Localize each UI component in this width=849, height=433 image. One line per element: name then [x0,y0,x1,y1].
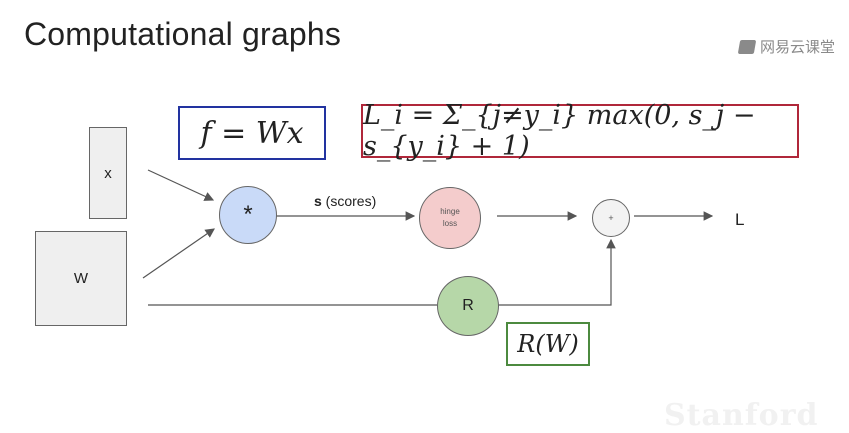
regularization-node: R [437,276,499,336]
hinge-loss-formula-box: L_i = Σ_{j≠y_i} max(0, s_j − s_{y_i} + 1… [361,100,799,162]
input-w-box: W [35,231,127,326]
add-symbol: + [608,213,614,223]
graph-edges [142,169,714,306]
input-x-box: x [89,127,127,219]
edge-w-to-mul [142,228,215,279]
score-function-text: f = Wx [200,115,304,151]
input-x-label: x [104,164,112,182]
edge-reg-to-plus [497,238,616,306]
score-function-box: f = Wx [178,106,326,160]
add-node: + [592,199,630,237]
hinge-loss-formula-text: L_i = Σ_{j≠y_i} max(0, s_j − s_{y_i} + 1… [363,100,756,162]
watermark-text: 网易云课堂 [759,38,835,56]
stanford-watermark: Stanford [664,398,819,433]
edge-x-to-mul [147,169,215,201]
regularization-node-label: R [462,297,474,314]
netease-watermark: 网易云课堂 [737,36,835,57]
multiply-symbol: * [243,201,253,228]
input-w-label: W [73,270,89,287]
regularization-text: R(W) [517,330,579,358]
regularization-box: R(W) [506,322,590,366]
scores-edge-label: s (scores) [314,193,377,209]
multiply-node: * [219,186,277,244]
slide-title: Computational graphs [24,16,342,52]
output-loss-label: L [735,210,745,229]
